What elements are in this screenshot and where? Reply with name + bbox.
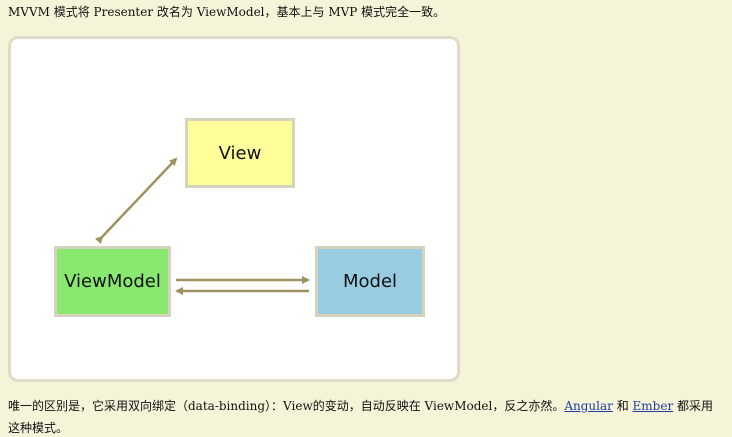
mvvm-diagram: View ViewModel Model	[8, 36, 460, 382]
viewmodel-box-label: ViewModel	[64, 271, 161, 292]
model-box: Model	[315, 246, 425, 317]
footer-text-after: 都采用	[673, 399, 714, 413]
viewmodel-box: ViewModel	[54, 246, 171, 317]
footer-text-before: 唯一的区别是，它采用双向绑定（data-binding）：View的变动，自动反…	[8, 399, 565, 413]
angular-link[interactable]: Angular	[564, 399, 613, 413]
ember-link[interactable]: Ember	[632, 399, 674, 413]
intro-paragraph: MVVM 模式将 Presenter 改名为 ViewModel，基本上与 MV…	[8, 5, 446, 19]
viewmodel-view-arrow	[94, 157, 178, 245]
footer-and-text: 和	[612, 399, 633, 413]
view-box: View	[185, 118, 295, 188]
view-box-label: View	[218, 142, 262, 164]
footer-paragraph-line2: 这种模式。	[8, 421, 69, 435]
diagram-arrows	[94, 157, 310, 295]
footer-paragraph-line1: 唯一的区别是，它采用双向绑定（data-binding）：View的变动，自动反…	[8, 397, 713, 415]
model-box-label: Model	[342, 271, 398, 292]
